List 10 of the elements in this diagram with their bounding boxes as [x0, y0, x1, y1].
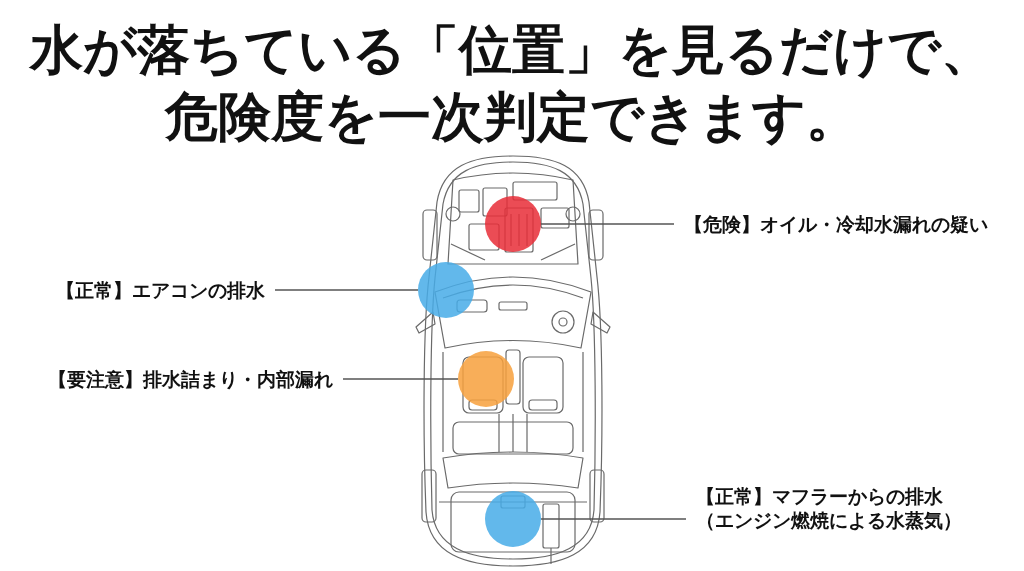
- leader-line: [274, 289, 419, 291]
- leader-line: [540, 518, 687, 520]
- leader-line: [342, 378, 459, 380]
- leader-line: [540, 223, 675, 225]
- callout-text: 【正常】マフラーからの排水: [695, 484, 944, 508]
- callout-text: （エンジン燃焼による水蒸気）: [695, 508, 963, 532]
- title: 水が落ちている「位置」を見るだけで、危険度を一次判定できます。: [28, 18, 995, 149]
- callout-text: 【危険】オイル・冷却水漏れの疑い: [683, 212, 989, 236]
- callout-text: 【正常】エアコンの排水: [55, 278, 266, 302]
- callout-text: 【要注意】排水詰まり・内部漏れ: [47, 367, 334, 391]
